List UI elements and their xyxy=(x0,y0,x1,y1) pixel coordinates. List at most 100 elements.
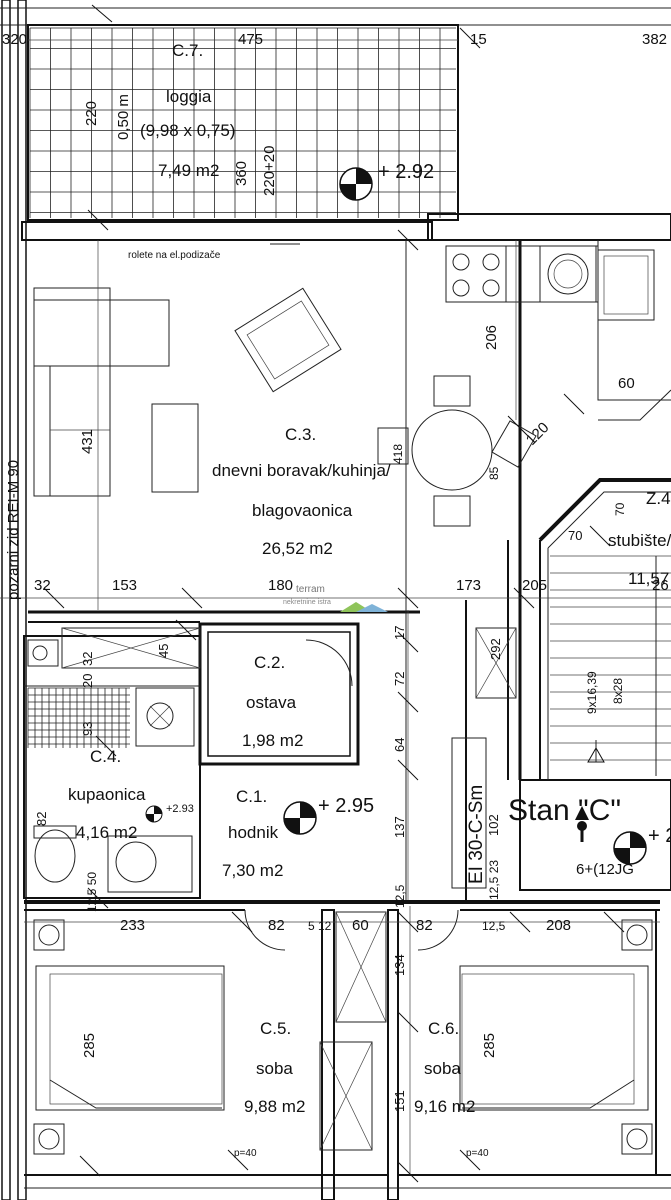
stair-spec: 6+(12JG xyxy=(576,861,634,878)
washbasin-icon xyxy=(146,702,174,730)
living-name-1: dnevni boravak/kuhinja/ xyxy=(212,461,391,480)
dimension-labels: 320 475 15 382 220 360 220+20 32 153 180… xyxy=(2,31,669,1112)
dim-loggia-360: 360 xyxy=(233,161,250,186)
furniture xyxy=(27,245,655,1155)
storage-area: 1,98 m2 xyxy=(242,731,303,750)
logo-subtext: nekretnine istra xyxy=(283,599,331,606)
dim-top-15: 15 xyxy=(470,31,487,48)
bed-left xyxy=(35,965,225,1111)
dim-v-125: 12,5 xyxy=(393,884,407,908)
dim-b-233: 233 xyxy=(120,917,145,934)
logo-text: terram xyxy=(296,584,325,595)
level-bath: +2.93 xyxy=(166,803,194,815)
wardrobe-hall xyxy=(335,911,387,1023)
dim-row-26: 26 xyxy=(652,577,669,594)
dim-v-12-550: 12,5 50 xyxy=(85,872,99,912)
stairs-code: Z.4 xyxy=(646,489,671,508)
room6-code: C.6. xyxy=(428,1019,459,1038)
stair-treads xyxy=(550,555,671,776)
dim-v-85: 85 xyxy=(487,466,501,480)
storage-code: C.2. xyxy=(254,653,285,672)
dim-row-32: 32 xyxy=(34,577,51,594)
dim-b-285b: 285 xyxy=(481,1033,498,1058)
dim-row-173: 173 xyxy=(456,577,481,594)
p-left: p=40 xyxy=(234,1148,257,1159)
dim-b-12: 12 xyxy=(318,919,332,933)
dim-row-180: 180 xyxy=(268,577,293,594)
dim-v-418: 418 xyxy=(391,444,405,464)
stair-a: 9x16,39 xyxy=(585,671,599,714)
dim-v-137: 137 xyxy=(392,816,407,838)
toilet-icon xyxy=(34,829,76,883)
fire-wall-label: pozarni zid REI-M 90 xyxy=(5,460,22,600)
bath-area: 4,16 m2 xyxy=(76,823,137,842)
room6-name: soba xyxy=(424,1059,461,1078)
dim-v-12-5-23: 12,5 23 xyxy=(487,860,501,900)
loggia-dims: (9,98 x 0,75) xyxy=(140,121,235,140)
dim-v-82: 82 xyxy=(34,812,49,826)
dim-b-60: 60 xyxy=(352,917,369,934)
dim-row-205: 205 xyxy=(522,577,547,594)
entrance-marker xyxy=(575,806,589,842)
dim-v-102: 102 xyxy=(486,814,501,836)
hall-code: C.1. xyxy=(236,787,267,806)
room5-code: C.5. xyxy=(260,1019,291,1038)
dim-b-151: 151 xyxy=(392,1090,407,1112)
bath-code: C.4. xyxy=(90,747,121,766)
stairs-area: 11,57 xyxy=(628,569,669,588)
dim-v-431: 431 xyxy=(79,429,96,454)
hall-name: hodnik xyxy=(228,823,279,842)
dim-v-70a: 70 xyxy=(613,502,627,516)
dim-b-82a: 82 xyxy=(268,917,285,934)
apartment-label: Stan "C" xyxy=(508,794,621,827)
bath-tile-grid xyxy=(27,687,130,748)
dim-v-64: 64 xyxy=(392,738,407,752)
room6-area: 9,16 m2 xyxy=(414,1097,475,1116)
living-name-2: blagovaonica xyxy=(252,501,353,520)
coffee-table xyxy=(151,403,199,493)
stair-b: 8x28 xyxy=(611,678,625,704)
dimension-lines xyxy=(0,4,671,1183)
level-loggia: + 2.92 xyxy=(378,161,434,183)
dim-top-left: 320 xyxy=(2,31,27,48)
kitchen-sink xyxy=(597,249,655,321)
level-stair: + 2 xyxy=(648,825,671,847)
loggia-code: C.7. xyxy=(172,41,203,60)
dim-b-5: 5 xyxy=(308,919,315,933)
dim-v-120: 120 xyxy=(523,419,553,449)
dim-b-134: 134 xyxy=(392,954,407,976)
level-labels: + 2.92 + 2.95 +2.93 + 2 xyxy=(166,161,671,847)
washing-machine-icon xyxy=(547,253,589,295)
living-area: 26,52 m2 xyxy=(262,539,333,558)
dim-loggia-220-20: 220+20 xyxy=(261,146,278,196)
loggia-note: 0,50 m xyxy=(115,94,132,140)
level-markers xyxy=(145,167,647,865)
dim-v-72: 72 xyxy=(392,672,407,686)
bath-name: kupaonica xyxy=(68,785,146,804)
dim-b-82b: 82 xyxy=(416,917,433,934)
living-code: C.3. xyxy=(285,425,316,444)
hall-area: 7,30 m2 xyxy=(222,861,283,880)
loggia-name: loggia xyxy=(166,87,212,106)
shutters-note: rolete na el.podizače xyxy=(128,250,221,261)
wardrobe-room5 xyxy=(319,1041,373,1151)
column-symbols xyxy=(33,919,653,1155)
dim-top-right: 382 xyxy=(642,31,667,48)
dim-b-12-5: 12,5 xyxy=(482,919,506,933)
dim-v-17: 17 xyxy=(392,626,407,640)
dim-b-285a: 285 xyxy=(81,1033,98,1058)
dim-top-475: 475 xyxy=(238,31,263,48)
dim-v-292: 292 xyxy=(488,638,503,660)
dim-loggia-220: 220 xyxy=(83,101,100,126)
dining-table xyxy=(411,409,493,491)
el-box-label: EI 30-C-Sm xyxy=(466,785,487,884)
room-labels: C.7. loggia (9,98 x 0,75) 7,49 m2 0,50 m… xyxy=(68,41,671,1116)
dim-v-206: 206 xyxy=(483,325,500,350)
bed-right xyxy=(459,965,649,1111)
armchair xyxy=(234,287,342,393)
annotations: rolete na el.podizače pozarni zid REI-M … xyxy=(5,243,634,1159)
storage-name: ostava xyxy=(246,693,297,712)
dim-v-32b: 32 xyxy=(80,652,95,666)
